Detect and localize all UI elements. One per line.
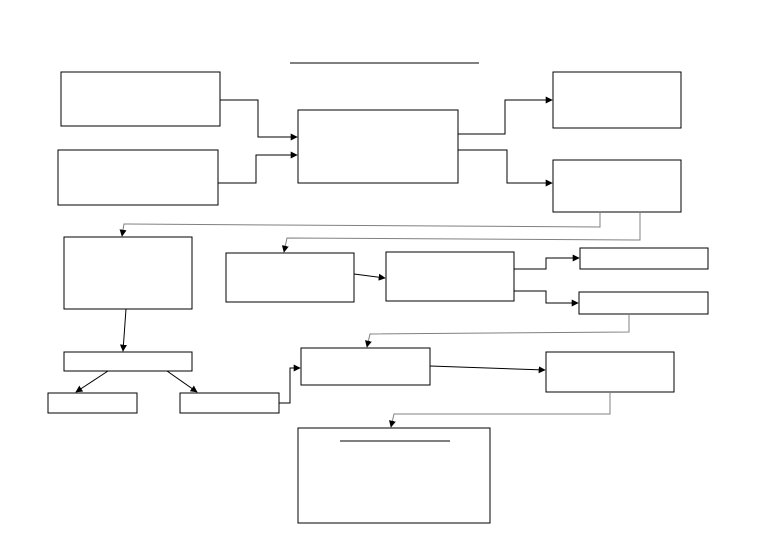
connector-small-right-to-lower-center [279,364,301,404]
connector-mid-2-to-right-bar-2 [514,290,579,307]
connector-left-mid-to-left-bar [119,308,127,352]
connector-mid-1-to-mid-2 [353,273,386,281]
box-left-mid [63,236,193,310]
box-bottom [297,427,491,524]
box-right-bar-1 [579,247,709,270]
box-mid-1 [225,252,355,303]
box-input-1 [60,71,221,127]
connector-mid-2-to-right-bar-1 [514,254,580,270]
connector-input-1-to-center [220,99,298,141]
box-small-right [179,392,280,414]
connector-center-to-output-1 [458,96,553,135]
box-input-2 [57,149,219,206]
box-small-left [47,392,138,414]
connector-center-to-output-2 [458,149,553,187]
box-output-1 [552,71,682,129]
connector-left-bar-to-small-right [166,370,198,393]
box-lower-center [300,347,431,386]
connector-lower-center-to-lower-right [429,365,546,374]
box-lower-right [545,351,675,393]
connector-left-bar-to-small-left [75,370,109,393]
box-mid-2 [385,251,515,302]
connector-output-2-to-mid-1 [281,212,641,253]
box-right-bar-2 [578,291,709,315]
connector-output-2-to-left-mid [119,212,601,237]
connector-lower-right-to-bottom [389,392,611,428]
box-center [297,109,459,184]
connector-right-bar-2-to-lower-center [365,314,630,348]
box-output-2 [552,159,682,213]
box-left-bar [63,351,193,372]
connector-input-2-to-center [218,151,298,184]
